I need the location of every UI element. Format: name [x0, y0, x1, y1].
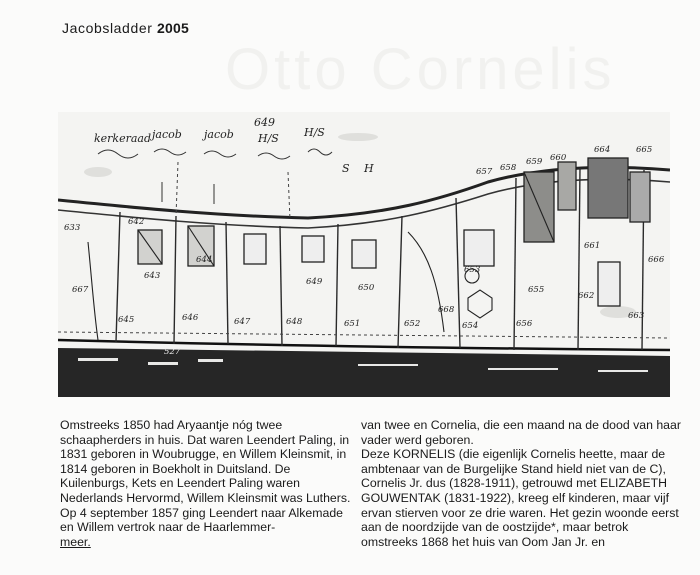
parcel-number: 645 — [118, 315, 134, 325]
parcel-number: 651 — [344, 319, 360, 329]
map-label: H/S — [303, 126, 325, 139]
map-label: S — [342, 162, 350, 175]
map-label: H/S — [257, 132, 279, 145]
parcel-number: 647 — [234, 317, 251, 327]
parcel-number: 662 — [578, 291, 594, 301]
parcel-number: 663 — [628, 311, 644, 321]
parcel-number: 664 — [594, 145, 610, 155]
page-header: Jacobsladder 2005 — [62, 20, 189, 36]
parcel-number: 658 — [500, 163, 517, 173]
article-paragraph: Op 4 september 1857 ging Leendert naar A… — [60, 505, 344, 535]
map-label: jacob — [149, 128, 182, 141]
map-label: H — [363, 162, 374, 175]
parcel-number: 668 — [438, 305, 455, 315]
article-column-left: Omstreeks 1850 had Aryaantje nóg twee sc… — [60, 418, 360, 549]
parcel-number: 665 — [636, 145, 652, 155]
parcel-number: 661 — [584, 241, 600, 251]
parcel-number: 657 — [476, 167, 493, 177]
article-paragraph: Deze KORNELIS (die eigenlijk Cornelis he… — [361, 447, 679, 549]
parcel-number: 655 — [528, 285, 544, 295]
parcel-number: 642 — [128, 217, 144, 227]
article-column-right: van twee en Cornelia, die een maand na d… — [361, 418, 681, 549]
parcel-number: 666 — [648, 255, 665, 265]
faded-watermark-title: Otto Cornelis — [225, 37, 616, 102]
parcel-number: 659 — [526, 157, 543, 167]
parcel-number: 653 — [464, 265, 480, 275]
cadastral-map-scan: kerkeraad jacob jacob H/S H/S S H 649 63… — [58, 112, 670, 397]
issue-year: 2005 — [156, 20, 189, 36]
map-label: 649 — [254, 116, 275, 129]
parcel-number: 667 — [72, 285, 89, 295]
parcel-number: 648 — [286, 317, 303, 327]
parcel-number: 652 — [404, 319, 420, 329]
article-paragraph: Omstreeks 1850 had Aryaantje nóg twee sc… — [60, 418, 351, 505]
parcel-number: 633 — [64, 223, 80, 233]
parcel-number: 643 — [144, 271, 160, 281]
article-paragraph-end: meer. — [60, 534, 91, 549]
map-label: kerkeraad — [94, 132, 151, 145]
parcel-number: 644 — [196, 255, 212, 265]
parcel-number: 646 — [182, 313, 199, 323]
article-paragraph: van twee en Cornelia, die een maand na d… — [361, 418, 681, 447]
map-label: jacob — [201, 128, 234, 141]
magazine-title: Jacobsladder — [62, 20, 153, 36]
parcel-number: 650 — [358, 283, 375, 293]
parcel-number: 649 — [306, 277, 323, 287]
parcel-number: 656 — [516, 319, 533, 329]
parcel-number: 527 — [164, 347, 181, 357]
parcel-number: 654 — [462, 321, 478, 331]
parcel-number: 660 — [550, 153, 567, 163]
